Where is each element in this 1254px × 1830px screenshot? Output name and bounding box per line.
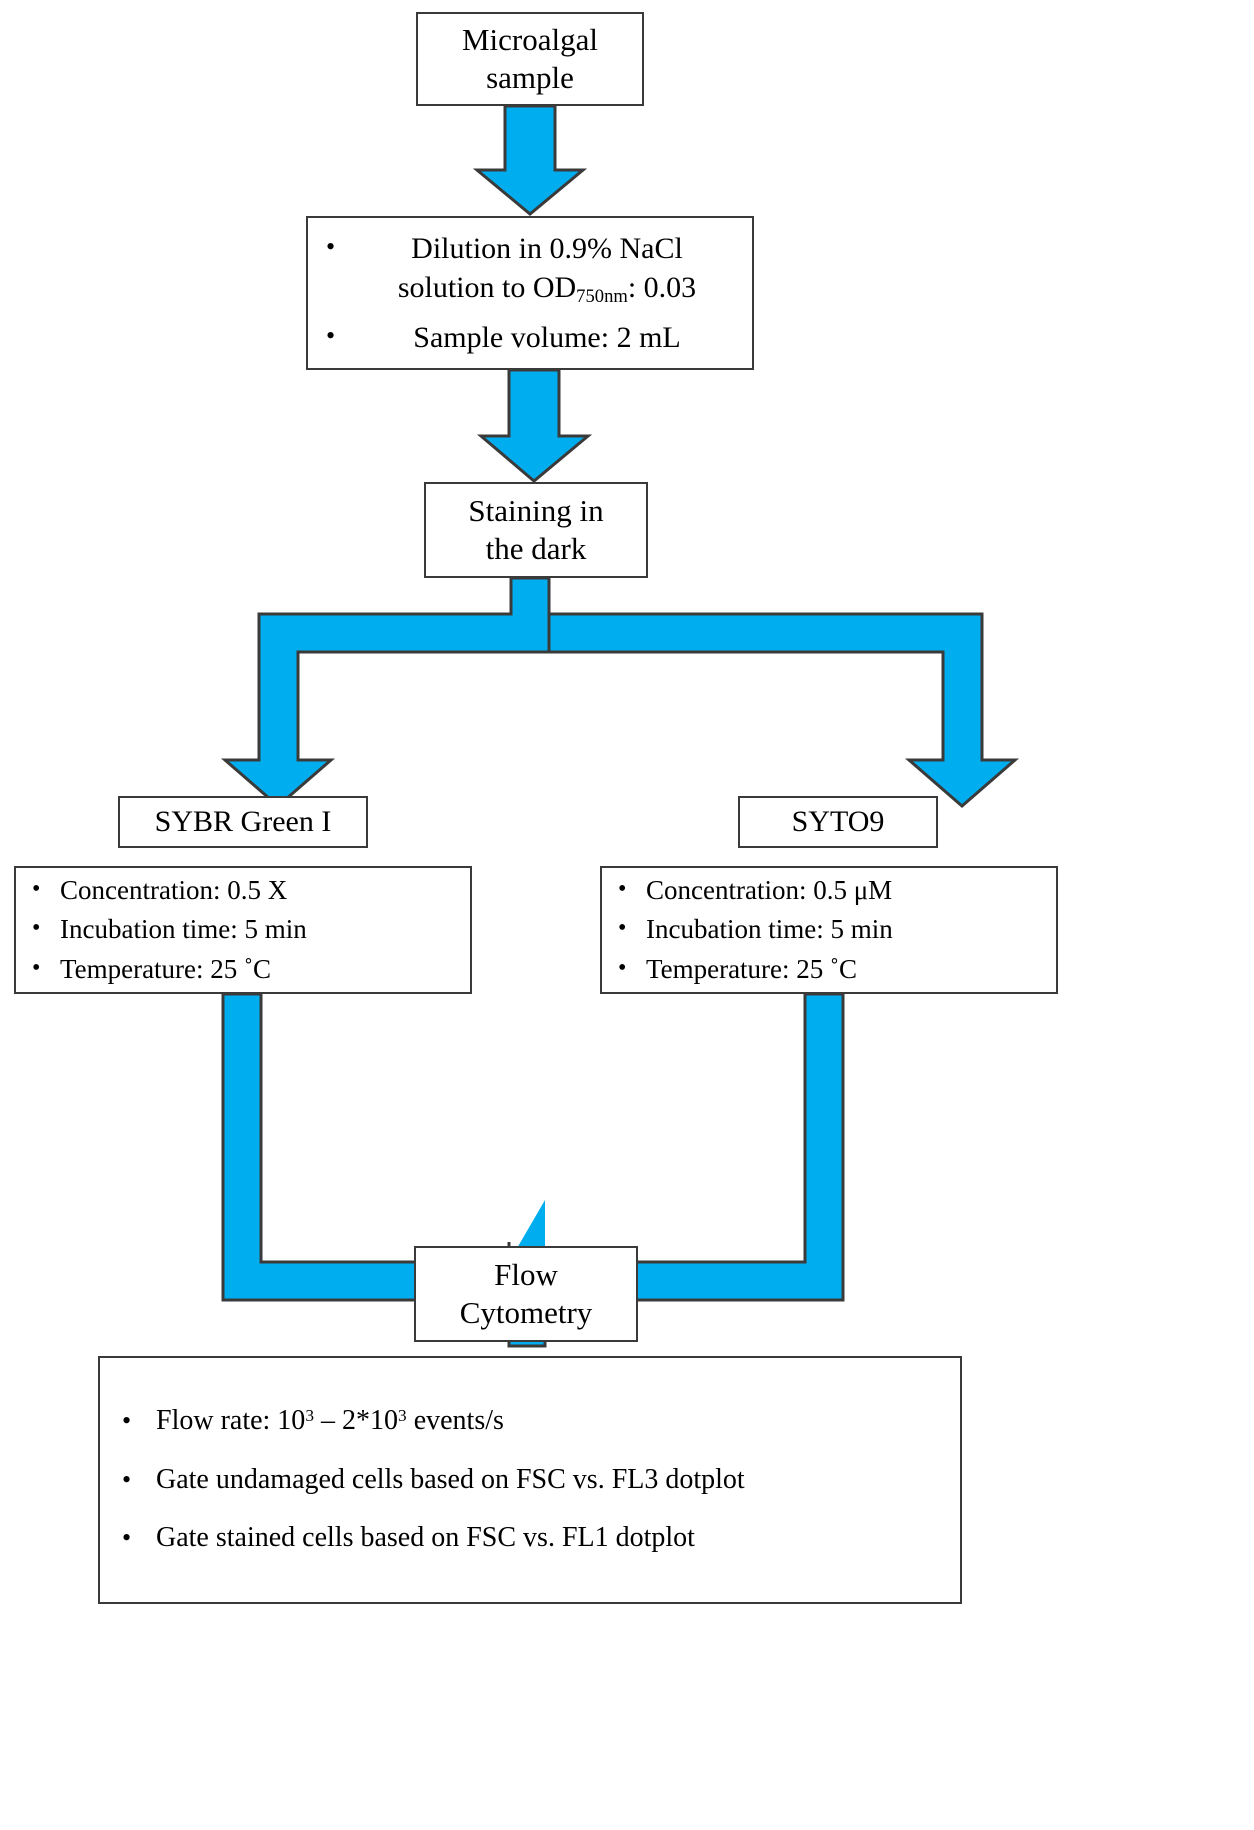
bullet-icon: • bbox=[122, 1406, 132, 1436]
node-syto9-label: SYTO9 bbox=[791, 804, 885, 838]
bullet-icon: • bbox=[32, 876, 41, 903]
node-staining-in-the-dark[interactable]: Staining in the dark bbox=[424, 482, 648, 578]
syto9-temperature-text: Temperature: 25 ˚C bbox=[646, 953, 858, 984]
bullet-icon: • bbox=[122, 1464, 132, 1494]
arrow-sample-to-dilution-icon bbox=[472, 104, 588, 216]
box-flow-cytometry-parameters[interactable]: • Flow rate: 103 – 2*103 events/s • Gate… bbox=[98, 1356, 962, 1604]
node-staining-line-2: the dark bbox=[485, 531, 587, 566]
sybr-temperature-text: Temperature: 25 ˚C bbox=[60, 953, 272, 984]
sybr-concentration-text: Concentration: 0.5 X bbox=[60, 875, 288, 906]
dilution-item-2-text: Sample volume: 2 mL bbox=[413, 320, 681, 354]
node-flow-cytometry-line-1: Flow bbox=[494, 1257, 558, 1293]
dilution-item-1-line-1: Dilution in 0.9% NaCl bbox=[411, 232, 683, 266]
list-item: • Dilution in 0.9% NaCl solution to OD75… bbox=[308, 229, 752, 309]
dilution-item-1-line-2-post: : 0.03 bbox=[627, 271, 697, 305]
list-item: • Temperature: 25 ˚C bbox=[602, 952, 1056, 987]
list-item: • Sample volume: 2 mL bbox=[308, 318, 752, 357]
flow-rate-exponent-1: 3 bbox=[305, 1406, 314, 1426]
node-flow-cytometry-line-2: Cytometry bbox=[459, 1295, 593, 1330]
node-microalgal-sample[interactable]: Microalgal sample bbox=[416, 12, 644, 106]
gate-undamaged-cells-text: Gate undamaged cells based on FSC vs. FL… bbox=[156, 1463, 745, 1495]
dilution-item-1-line-2-pre: solution to OD bbox=[397, 271, 577, 305]
list-item: • Temperature: 25 ˚C bbox=[16, 952, 470, 987]
node-flow-cytometry[interactable]: Flow Cytometry bbox=[414, 1246, 638, 1342]
list-item: • Incubation time: 5 min bbox=[602, 912, 1056, 947]
syto9-concentration-text: Concentration: 0.5 μM bbox=[646, 875, 893, 906]
node-microalgal-sample-line-2: sample bbox=[486, 60, 574, 95]
node-staining-line-1: Staining in bbox=[468, 493, 604, 529]
list-item: • Concentration: 0.5 μM bbox=[602, 873, 1056, 908]
gate-stained-cells-text: Gate stained cells based on FSC vs. FL1 … bbox=[156, 1522, 695, 1554]
bullet-icon: • bbox=[32, 915, 41, 942]
node-syto9[interactable]: SYTO9 bbox=[738, 796, 938, 848]
box-dilution-parameters[interactable]: • Dilution in 0.9% NaCl solution to OD75… bbox=[306, 216, 754, 370]
node-sybr-green-i[interactable]: SYBR Green I bbox=[118, 796, 368, 848]
list-item: • Gate stained cells based on FSC vs. FL… bbox=[100, 1520, 960, 1556]
flow-rate-mid: – 2*10 bbox=[314, 1405, 398, 1437]
flow-rate-exponent-2: 3 bbox=[398, 1406, 407, 1426]
bullet-icon: • bbox=[32, 954, 41, 981]
list-item: • Concentration: 0.5 X bbox=[16, 873, 470, 908]
arrow-split-left-branch-icon bbox=[220, 576, 551, 808]
arrow-dilution-to-staining-icon bbox=[476, 368, 593, 483]
flow-rate-text: Flow rate: 103 – 2*103 events/s bbox=[156, 1403, 960, 1439]
sybr-incubation-time-text: Incubation time: 5 min bbox=[60, 914, 307, 945]
bullet-icon: • bbox=[326, 320, 336, 350]
box-sybr-green-i-parameters[interactable]: • Concentration: 0.5 X • Incubation time… bbox=[14, 866, 472, 994]
flow-rate-post: events/s bbox=[406, 1405, 504, 1437]
dilution-item-1-subscript: 750nm bbox=[576, 286, 628, 308]
box-syto9-parameters[interactable]: • Concentration: 0.5 μM • Incubation tim… bbox=[600, 866, 1058, 994]
arrow-split-right-branch-icon bbox=[547, 578, 1020, 808]
node-sybr-green-i-label: SYBR Green I bbox=[154, 804, 332, 838]
list-item: • Gate undamaged cells based on FSC vs. … bbox=[100, 1462, 960, 1498]
bullet-icon: • bbox=[326, 232, 336, 262]
arrow-staining-split-icon bbox=[511, 578, 982, 650]
syto9-incubation-time-text: Incubation time: 5 min bbox=[646, 914, 893, 945]
list-item: • Incubation time: 5 min bbox=[16, 912, 470, 947]
bullet-icon: • bbox=[122, 1523, 132, 1553]
flow-rate-pre: Flow rate: 10 bbox=[156, 1405, 306, 1437]
bullet-icon: • bbox=[618, 876, 627, 903]
bullet-icon: • bbox=[618, 954, 627, 981]
list-item: • Flow rate: 103 – 2*103 events/s bbox=[100, 1403, 960, 1439]
node-microalgal-sample-line-1: Microalgal bbox=[461, 22, 598, 58]
dilution-item-1-text: Dilution in 0.9% NaCl solution to OD750n… bbox=[366, 229, 752, 309]
bullet-icon: • bbox=[618, 915, 627, 942]
